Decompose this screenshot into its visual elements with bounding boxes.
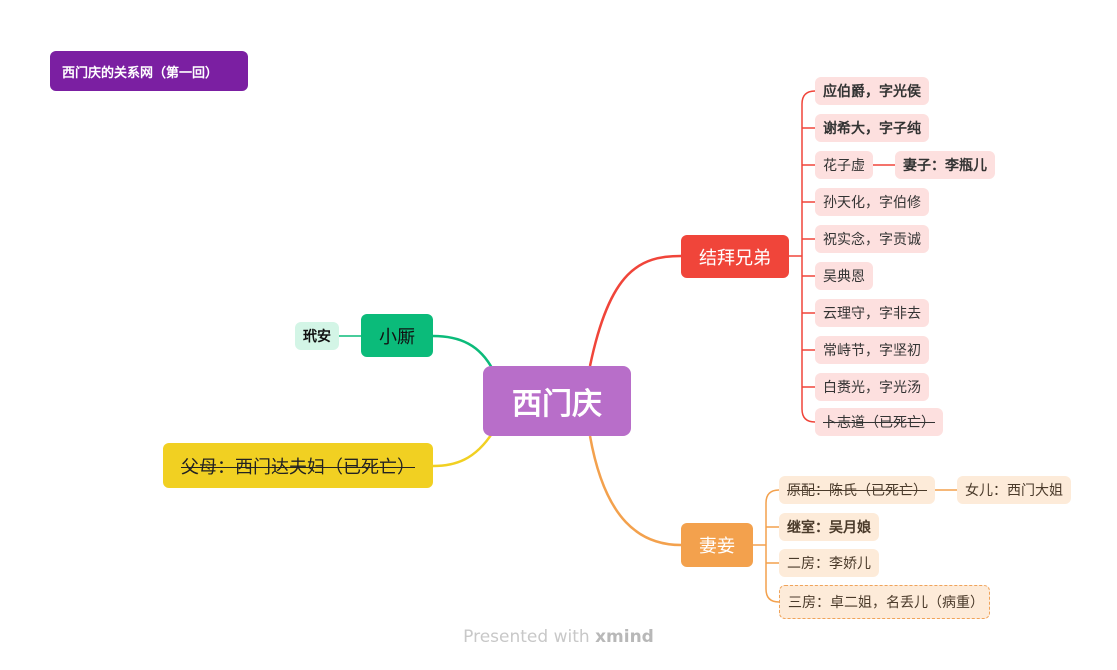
sworn-item-chang-shijie[interactable]: 常峙节，字坚初 [815, 336, 929, 364]
sworn-item-hua-zixu[interactable]: 花子虚 [815, 151, 873, 179]
connector-wives [588, 435, 682, 547]
connector-servant [432, 334, 495, 371]
wife-item-chen[interactable]: 原配：陈氏（已死亡） [779, 476, 935, 504]
central-topic[interactable]: 西门庆 [483, 366, 631, 436]
branch-servant[interactable]: 小厮 [361, 314, 433, 357]
daughter-ximen-dajie[interactable]: 女儿：西门大姐 [957, 476, 1071, 504]
connector-parents [432, 431, 495, 468]
sworn-item-ying-bojue[interactable]: 应伯爵，字光侯 [815, 77, 929, 105]
footer-brand: xmind [595, 627, 654, 647]
wife-item-li-jiaoer[interactable]: 二房：李娇儿 [779, 549, 879, 577]
sworn-item-zhu-shinian[interactable]: 祝实念，字贡诚 [815, 225, 929, 253]
sworn-item-xie-xida[interactable]: 谢希大，字子纯 [815, 114, 929, 142]
wife-item-wu-yueniang[interactable]: 继室：吴月娘 [779, 513, 879, 541]
branch-parents[interactable]: 父母：西门达夫妇（已死亡） [163, 443, 433, 488]
connector-sworn [588, 254, 682, 367]
branch-wives[interactable]: 妻妾 [681, 523, 753, 567]
hua-zixu-wife[interactable]: 妻子：李瓶儿 [895, 151, 995, 179]
sworn-item-yun-lishou[interactable]: 云理守，字非去 [815, 299, 929, 327]
sworn-item-sun-tianhua[interactable]: 孙天化，字伯修 [815, 188, 929, 216]
sworn-item-bu-zhidao[interactable]: 卜志道（已死亡） [815, 408, 943, 436]
footer-watermark: Presented with xmind [0, 627, 1117, 647]
servant-item-daian[interactable]: 玳安 [295, 322, 339, 350]
sworn-item-bai-laiguang[interactable]: 白赉光，字光汤 [815, 373, 929, 401]
sworn-item-wu-dianen[interactable]: 吴典恩 [815, 262, 873, 290]
map-title[interactable]: 西门庆的关系网（第一回） [50, 51, 248, 91]
footer-prefix: Presented with [463, 627, 590, 647]
branch-sworn-brothers[interactable]: 结拜兄弟 [681, 235, 789, 278]
wife-item-zhuo-erjie[interactable]: 三房：卓二姐，名丢儿（病重） [779, 585, 990, 619]
